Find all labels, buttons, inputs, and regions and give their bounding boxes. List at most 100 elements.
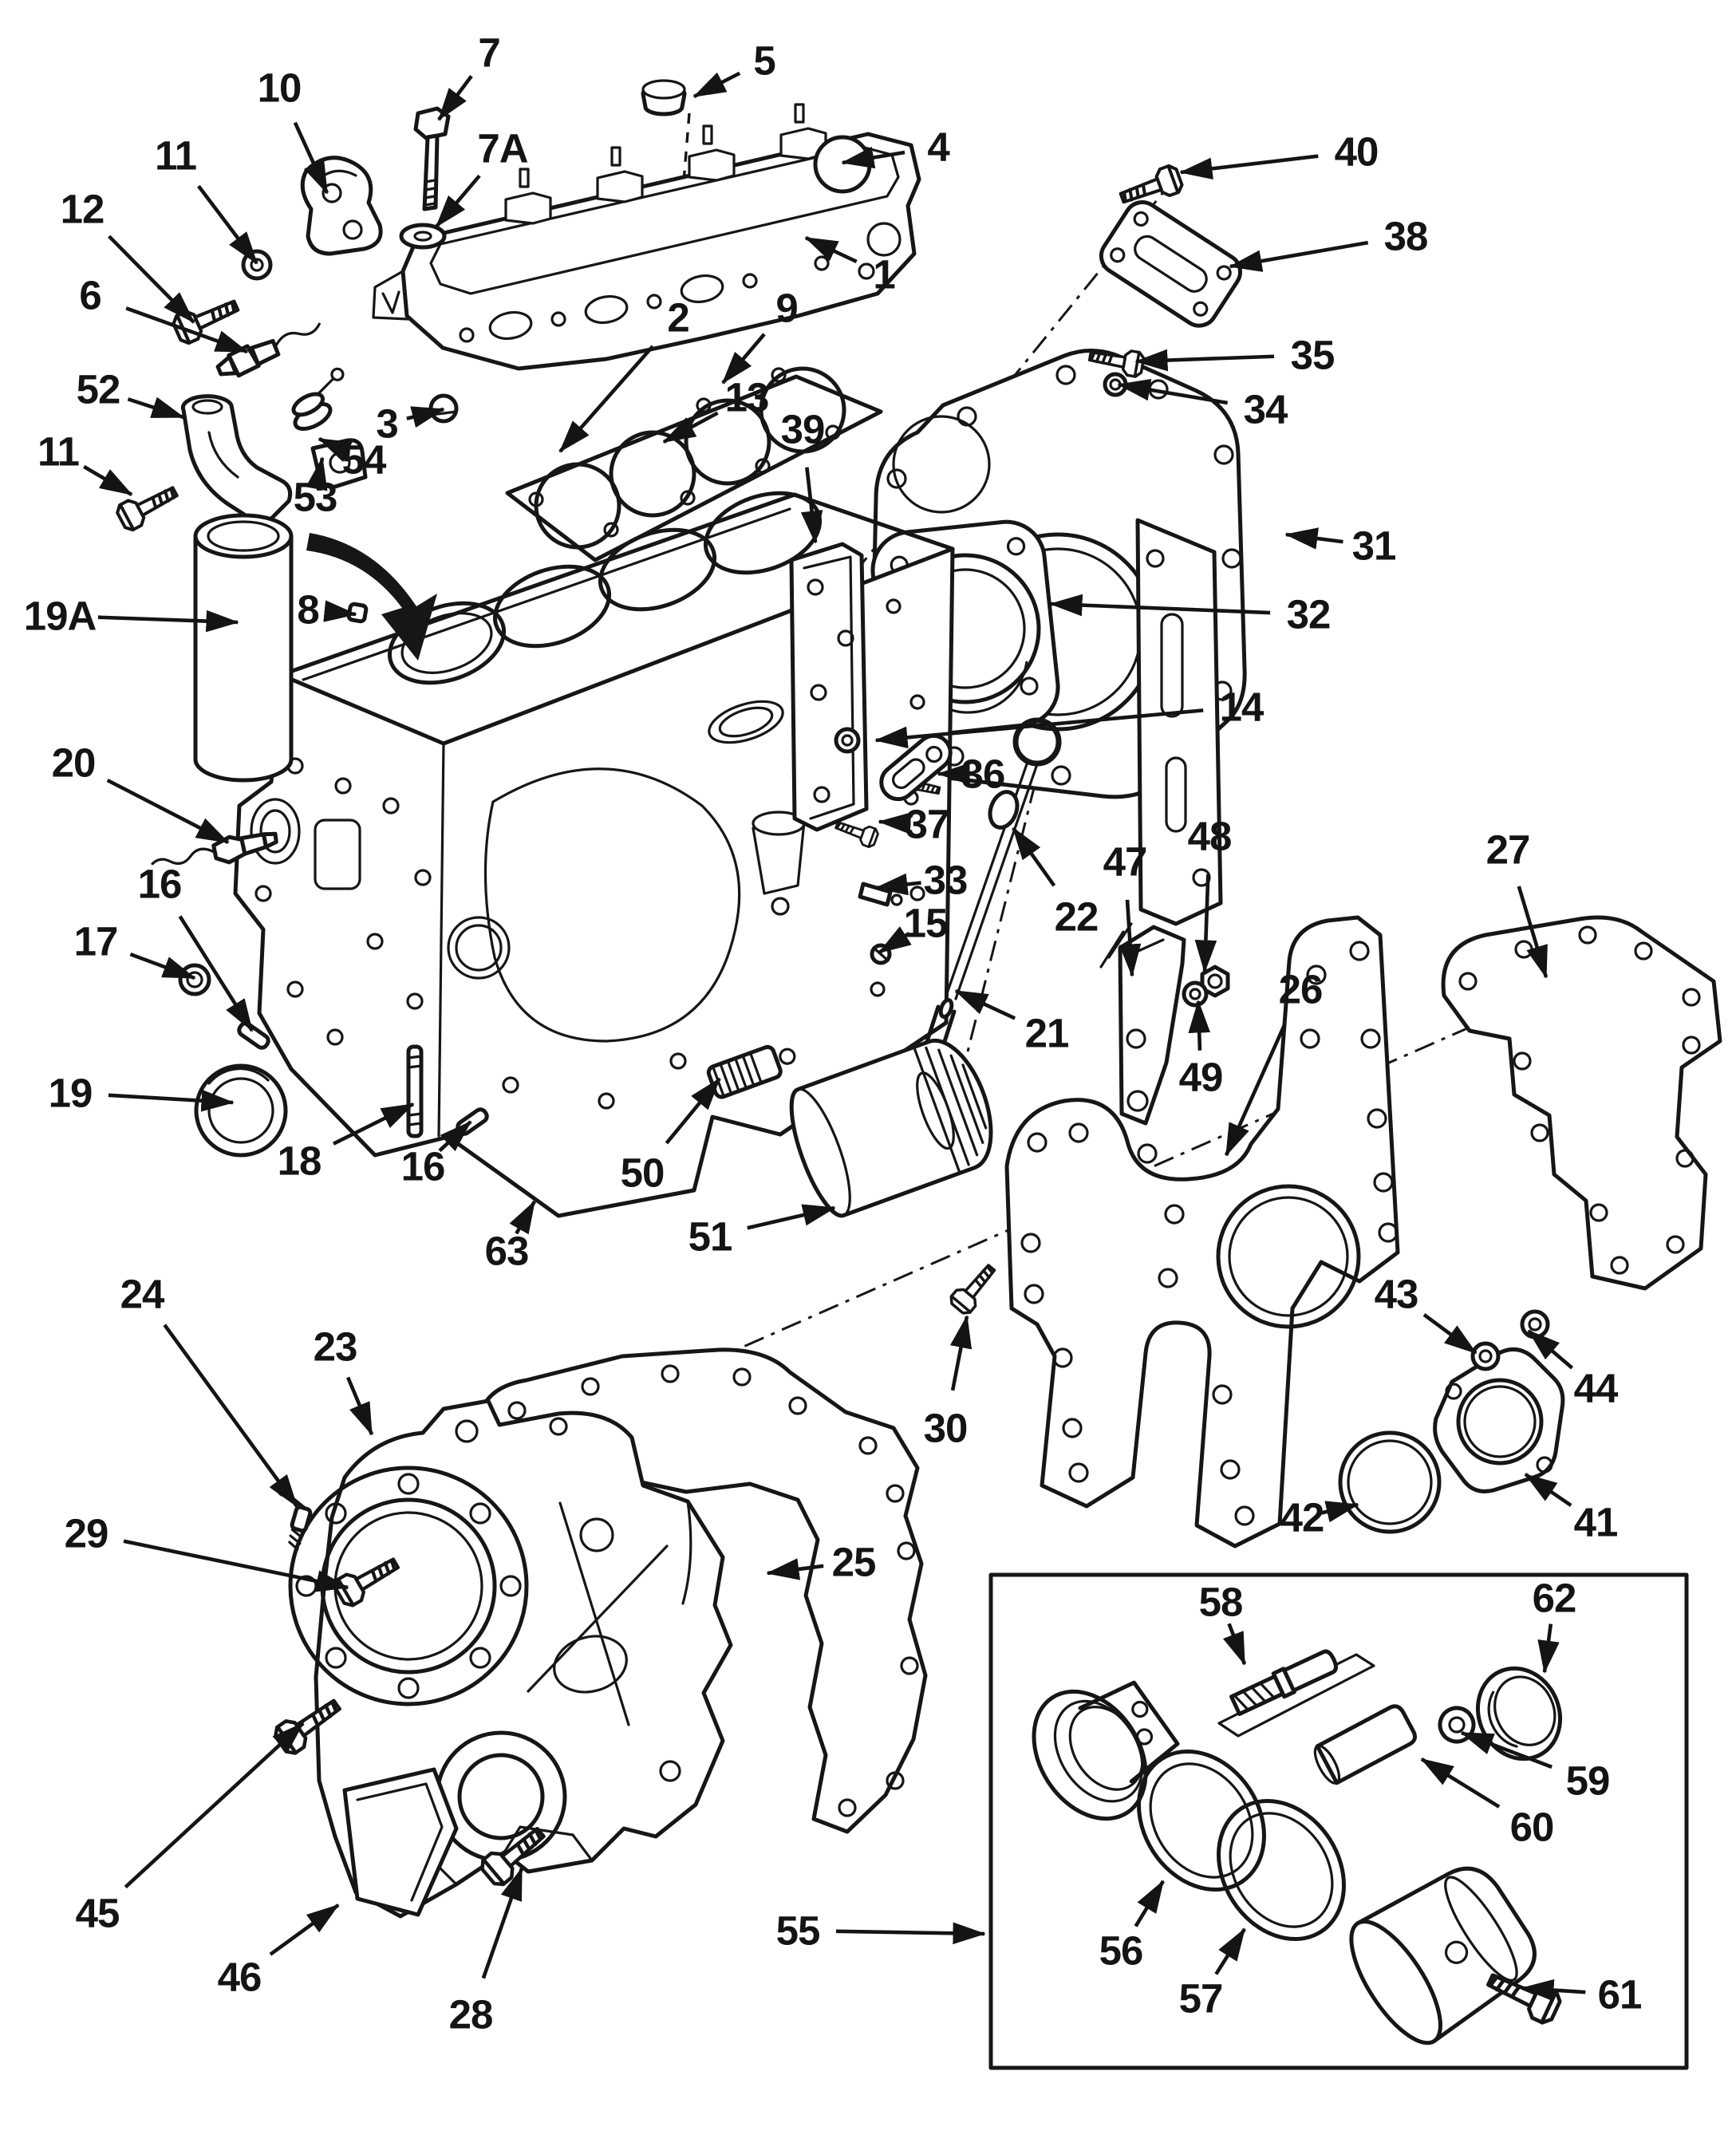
leader-57: [1214, 1927, 1246, 1975]
water-outlet-elbow-52: [180, 394, 293, 525]
callout-39: 39: [781, 407, 825, 452]
leader-33: [874, 873, 921, 896]
camshaft-cover-41: [1433, 1347, 1565, 1493]
o-ring-56: [1137, 1749, 1266, 1892]
leader-62: [1537, 1623, 1560, 1674]
callout-18: 18: [278, 1138, 322, 1184]
leader-31: [1284, 527, 1343, 550]
callout-52: 52: [77, 367, 120, 412]
nut-44: [1520, 1309, 1550, 1339]
stud-18: [406, 1044, 424, 1138]
thermostat-54: [291, 367, 345, 431]
callout-51: 51: [688, 1214, 732, 1260]
callout-16: 16: [138, 862, 182, 907]
leader-19: [108, 1089, 235, 1112]
cap-nut-5: [641, 79, 687, 116]
assembly-direction-arrow: [306, 533, 437, 661]
spacer-tube-60: [1313, 1704, 1417, 1785]
oil-filter-51: [789, 1038, 993, 1218]
o-ring-57: [1217, 1798, 1346, 1942]
leader-22: [1012, 826, 1056, 887]
callout-24: 24: [120, 1272, 165, 1317]
backplate-gasket-27: [1441, 915, 1722, 1291]
callout-57: 57: [1179, 1976, 1223, 2022]
callout-42: 42: [1280, 1495, 1324, 1541]
callout-28: 28: [449, 1992, 493, 2038]
main-bearing-liner-19: [194, 1063, 288, 1158]
tappet-cover-47: [1099, 922, 1186, 1126]
callout-15: 15: [904, 901, 948, 946]
leader-30: [949, 1315, 973, 1391]
callout-30: 30: [924, 1406, 968, 1451]
leader-23: [345, 1376, 374, 1436]
callout-59: 59: [1566, 1758, 1610, 1804]
callout-25: 25: [832, 1540, 876, 1585]
callout-19: 19: [49, 1071, 93, 1116]
callout-2: 2: [667, 295, 688, 341]
callout-26: 26: [1279, 967, 1323, 1012]
callout-50: 50: [621, 1150, 665, 1196]
callout-3: 3: [376, 401, 397, 447]
callout-17: 17: [74, 919, 118, 965]
leader-20: [106, 778, 230, 845]
callout-55: 55: [776, 1908, 820, 1954]
callout-44: 44: [1574, 1366, 1619, 1411]
callout-34: 34: [1244, 387, 1288, 432]
callout-41: 41: [1574, 1500, 1618, 1545]
leader-26: [1224, 1023, 1287, 1157]
leader-8: [323, 600, 357, 622]
callout-22: 22: [1055, 894, 1099, 940]
leader-16: [178, 915, 254, 1032]
leader-7: [437, 75, 473, 121]
front-mounting-plate: [1135, 518, 1223, 926]
leader-55: [835, 1922, 986, 1945]
dipstick: [945, 717, 1062, 1000]
callout-58: 58: [1199, 1580, 1243, 1625]
leader-1: [804, 235, 858, 263]
side-cover-plate: [1099, 200, 1242, 328]
callout-20: 20: [52, 740, 96, 786]
leader-6: [125, 306, 249, 354]
callout-47: 47: [1103, 839, 1147, 885]
leader-46: [269, 1903, 340, 1956]
leader-60: [1420, 1758, 1501, 1809]
leader-37: [878, 812, 912, 834]
callout-35: 35: [1291, 333, 1335, 378]
leader-7A: [435, 174, 481, 228]
leader-21: [954, 988, 1016, 1020]
callout-14: 14: [1220, 684, 1265, 730]
callout-10: 10: [258, 65, 302, 111]
callout-62: 62: [1533, 1576, 1576, 1621]
callout-11: 11: [155, 133, 196, 179]
lifting-bracket-10: [300, 156, 383, 256]
leader-38: [1229, 240, 1369, 272]
head-bolt-7: [413, 106, 451, 211]
leader-43: [1422, 1313, 1478, 1355]
callout-16: 16: [401, 1144, 445, 1189]
bolt-30: [946, 1258, 1003, 1318]
callout-11: 11: [37, 429, 79, 475]
washer-49: [1182, 980, 1209, 1008]
leader-14: [874, 708, 1204, 749]
tube-bracket-36: [879, 733, 953, 802]
leader-27: [1517, 886, 1549, 979]
callout-37: 37: [905, 802, 949, 847]
leader-28: [481, 1867, 524, 1979]
leader-24: [163, 1324, 298, 1508]
callout-40: 40: [1335, 129, 1379, 175]
leader-18: [332, 1102, 415, 1146]
timing-backplate-26: [1004, 915, 1400, 1548]
rear-gasket-strip-39: [789, 542, 869, 832]
callout-27: 27: [1486, 827, 1530, 873]
leader-34: [1117, 378, 1229, 405]
callout-63: 63: [485, 1229, 529, 1274]
leader-45: [124, 1722, 305, 1889]
callout-12: 12: [61, 187, 105, 232]
leader-11: [197, 184, 258, 265]
callout-43: 43: [1375, 1272, 1418, 1317]
callout-1: 1: [873, 252, 894, 298]
o-ring-42: [1338, 1430, 1442, 1534]
dome-plug-3: [428, 393, 459, 424]
leader-10: [293, 121, 329, 195]
